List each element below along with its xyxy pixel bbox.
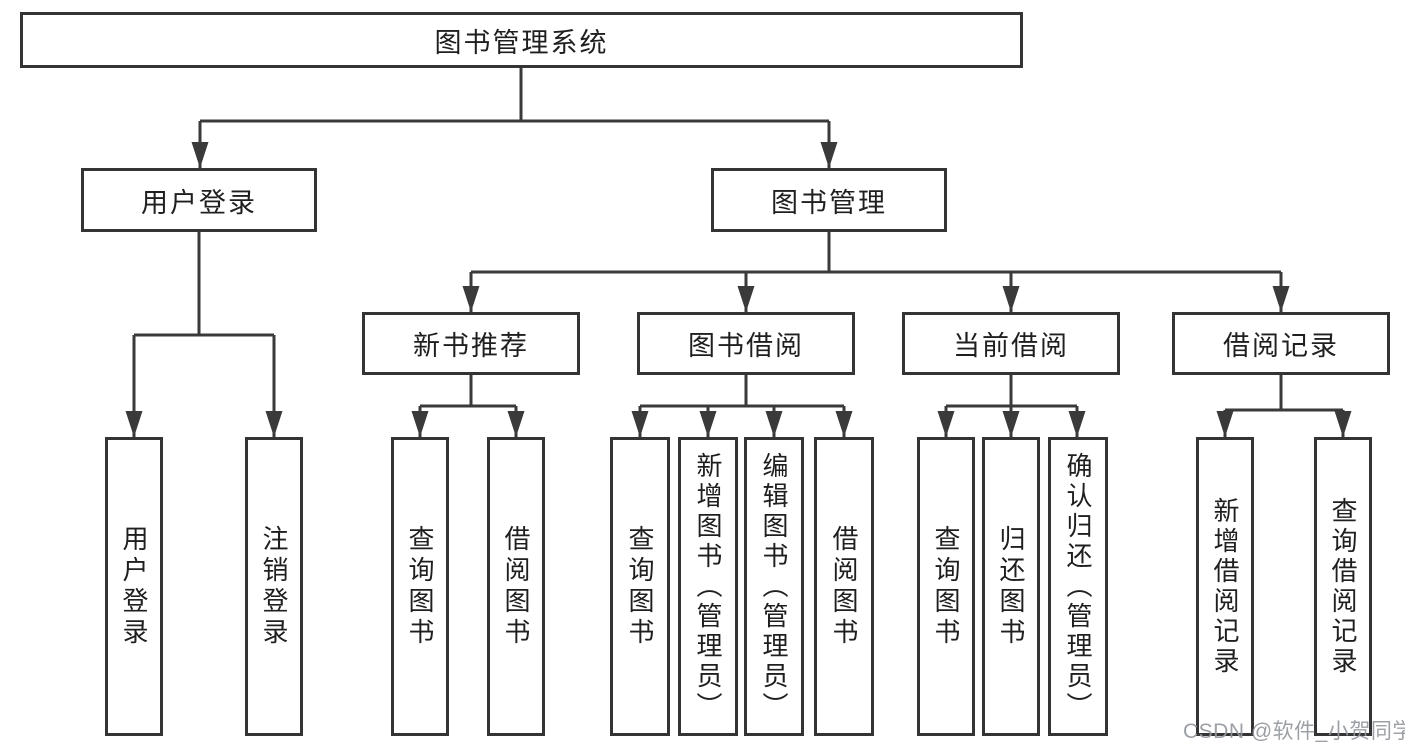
leaf-borrow-books-borrow: 借阅图书 [814,437,874,736]
leaf-edit-book-admin: 编辑图书（管理员） [744,437,804,736]
leaf-add-book-admin: 新增图书（管理员） [678,437,738,736]
leaf-query-books-recommend: 查询图书 [391,437,449,736]
node-new-book-recommend: 新书推荐 [362,312,580,375]
node-book-borrow: 图书借阅 [637,312,855,375]
connector-book-management-to-level3 [462,232,1290,312]
leaf-user-login: 用户登录 [105,437,163,736]
node-borrow-records: 借阅记录 [1172,312,1390,375]
leaf-query-books-borrow: 查询图书 [610,437,670,736]
leaf-add-borrow-record: 新增借阅记录 [1196,437,1254,736]
leaf-query-borrow-record: 查询借阅记录 [1314,437,1372,736]
connector-new-book-to-leaves [411,375,525,437]
connector-book-borrow-to-leaves [631,375,853,437]
node-user-login: 用户登录 [81,168,317,232]
connector-borrow-records-to-leaves [1216,375,1352,437]
leaf-confirm-return-admin: 确认归还（管理员） [1048,437,1108,736]
node-book-management: 图书管理 [711,168,947,232]
connector-user-login-to-leaves [125,232,283,437]
connector-current-borrow-to-leaves [937,375,1086,437]
leaf-return-books: 归还图书 [982,437,1040,736]
leaf-logout: 注销登录 [245,437,303,736]
node-root: 图书管理系统 [20,12,1023,68]
leaf-borrow-books-recommend: 借阅图书 [487,437,545,736]
connector-root-to-level2 [191,68,838,168]
leaf-query-books-current: 查询图书 [917,437,975,736]
watermark-text: CSDN @软件_小贺同学 [1183,720,1405,743]
node-current-borrow: 当前借阅 [902,312,1120,375]
